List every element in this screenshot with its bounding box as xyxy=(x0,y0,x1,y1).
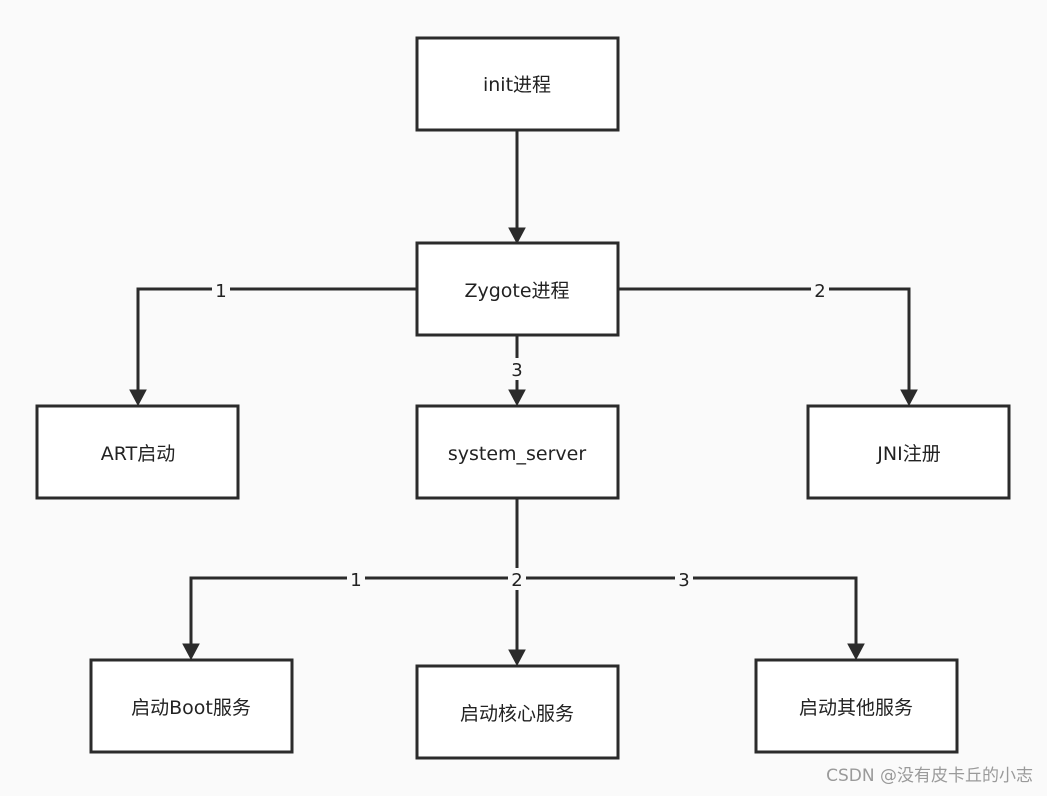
node-init: init进程 xyxy=(415,36,620,132)
edge-labels: 1 2 3 1 2 3 xyxy=(212,279,829,591)
node-boot-services-box xyxy=(89,658,294,754)
arrow-head-icon xyxy=(129,389,147,407)
node-art-label: ART启动 xyxy=(101,443,175,465)
arrow-head-icon xyxy=(847,643,865,661)
node-jni-box xyxy=(806,404,1011,500)
edge-label-zygote-jni: 2 xyxy=(814,281,825,302)
watermark: CSDN @没有皮卡丘的小志 xyxy=(826,766,1033,786)
node-system-server-label: system_server xyxy=(448,443,587,465)
edge-label-zygote-system-server: 3 xyxy=(511,360,522,381)
node-core-services: 启动核心服务 xyxy=(415,664,620,760)
node-core-services-label: 启动核心服务 xyxy=(460,703,574,725)
node-boot-services: 启动Boot服务 xyxy=(89,658,294,754)
edge-system-server-to-other xyxy=(517,576,858,648)
node-boot-services-label: 启动Boot服务 xyxy=(131,697,251,719)
arrow-head-icon xyxy=(508,649,526,667)
arrow-head-icon xyxy=(900,389,918,407)
edge-label-system-server-boot: 1 xyxy=(350,570,361,591)
node-system-server-box xyxy=(415,404,620,500)
node-art-box xyxy=(35,404,240,500)
edge-zygote-to-jni xyxy=(618,287,911,394)
edge-label-system-server-other: 3 xyxy=(678,570,689,591)
node-other-services-box xyxy=(754,658,959,754)
node-jni: JNI注册 xyxy=(806,404,1011,500)
node-zygote-label: Zygote进程 xyxy=(464,280,569,302)
node-system-server: system_server xyxy=(415,404,620,500)
arrow-head-icon xyxy=(182,643,200,661)
node-zygote: Zygote进程 xyxy=(415,241,620,337)
edge-zygote-to-art xyxy=(136,287,417,394)
node-other-services-label: 启动其他服务 xyxy=(799,697,913,719)
edge-label-zygote-art: 1 xyxy=(215,281,226,302)
node-init-label: init进程 xyxy=(483,74,551,96)
arrow-head-icon xyxy=(508,227,526,245)
node-zygote-box xyxy=(415,241,620,337)
node-jni-label: JNI注册 xyxy=(876,443,940,465)
node-init-box xyxy=(415,36,620,132)
arrow-head-icon xyxy=(508,389,526,407)
node-art: ART启动 xyxy=(35,404,240,500)
node-other-services: 启动其他服务 xyxy=(754,658,959,754)
edge-label-system-server-core: 2 xyxy=(511,570,522,591)
node-core-services-box xyxy=(415,664,620,760)
edges xyxy=(129,130,918,667)
edge-system-server-to-boot xyxy=(189,576,517,648)
